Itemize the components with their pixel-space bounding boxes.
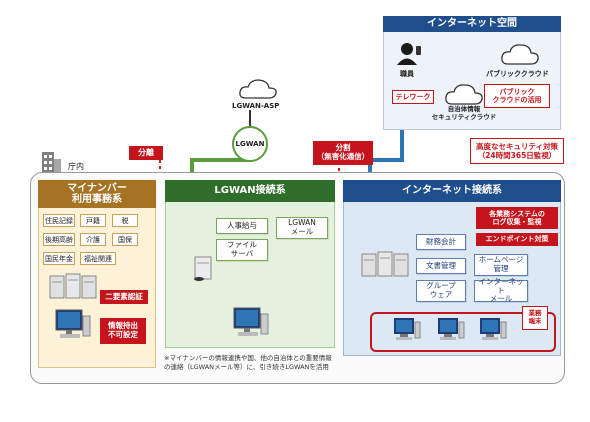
internet-header: インターネット接続系: [343, 180, 561, 202]
log-collection-label: 各業務システムの ログ収集・監視: [476, 207, 558, 229]
internet-space-panel: [383, 16, 561, 130]
mynumber-item-elderly: 後期高齢: [43, 233, 75, 246]
internet-item-groupware: グループ ウェア: [416, 280, 466, 302]
mynumber-item-family-register: 戸籍: [80, 214, 106, 227]
advanced-security-box: 高度なセキュリティ対策 （24時間365日監視）: [470, 138, 564, 164]
telework-box: テレワーク: [392, 90, 434, 104]
public-cloud-label: パブリッククラウド: [486, 70, 549, 78]
internet-item-accounting: 財務会計: [416, 234, 466, 250]
no-export-label: 情報持出 不可設定: [100, 318, 146, 344]
internet-servers-icon: [361, 251, 409, 277]
mynumber-item-welfare: 福祉関連: [80, 252, 116, 265]
internet-link-line: [368, 120, 404, 180]
security-cloud-icon: [445, 84, 483, 105]
lgwan-circle: LGWAN: [232, 126, 268, 162]
terminals-label: 業務 端末: [522, 306, 548, 330]
terminal-pc-icon-2: [438, 318, 465, 340]
mynumber-servers-icon: [49, 273, 97, 299]
staff-label: 職員: [400, 70, 414, 78]
public-cloud-icon: [501, 44, 539, 65]
lgwan-asp-label: LGWAN-ASP: [232, 102, 280, 110]
lgwan-pc-icon: [233, 307, 269, 336]
mynumber-item-care: 介護: [80, 233, 106, 246]
lgwan-header: LGWAN接続系: [165, 180, 335, 202]
lgwan-server-icon: [194, 256, 212, 281]
two-factor-auth-label: 二要素認証: [100, 290, 148, 304]
terminal-pc-icon-1: [394, 318, 421, 340]
endpoint-label: エンドポイント対策: [476, 233, 558, 246]
terminal-pc-icon-3: [480, 318, 507, 340]
security-cloud-label: 自治体情報 セキュリティクラウド: [431, 105, 497, 121]
internet-item-mail: インターネット メール: [474, 277, 528, 303]
separation-label: 分離: [129, 146, 163, 160]
mynumber-item-pension: 国民年金: [43, 252, 75, 265]
lgwan-asp-connector: [249, 110, 251, 126]
public-cloud-use-box: パブリック クラウドの活用: [484, 84, 550, 108]
office-label: 庁内: [68, 162, 84, 171]
internet-space-title: インターネット空間: [383, 16, 561, 32]
lgwan-item-payroll: 人事給与: [216, 218, 268, 234]
internet-item-homepage: ホームページ 管理: [474, 254, 528, 276]
staff-person-icon: [397, 43, 421, 65]
footnote: ※マイナンバーの情報連携や国、他の自治体との重要情報 の連絡（LGWANメール等…: [164, 354, 332, 371]
lgwan-item-mail: LGWAN メール: [276, 217, 328, 239]
lgwan-item-file-server: ファイル サーバ: [216, 239, 268, 261]
mynumber-item-residents: 住民記録: [43, 214, 75, 227]
lgwan-asp-cloud-icon: [239, 79, 277, 99]
mynumber-item-tax: 税: [112, 214, 138, 227]
mynumber-pc-icon: [55, 309, 91, 338]
mynumber-item-insurance: 国保: [112, 233, 138, 246]
mynumber-header: マイナンバー 利用事務系: [38, 180, 156, 208]
internet-item-documents: 文書管理: [416, 258, 466, 274]
office-building-icon: [42, 152, 61, 172]
split-label: 分割 （無害化通信）: [313, 141, 373, 165]
